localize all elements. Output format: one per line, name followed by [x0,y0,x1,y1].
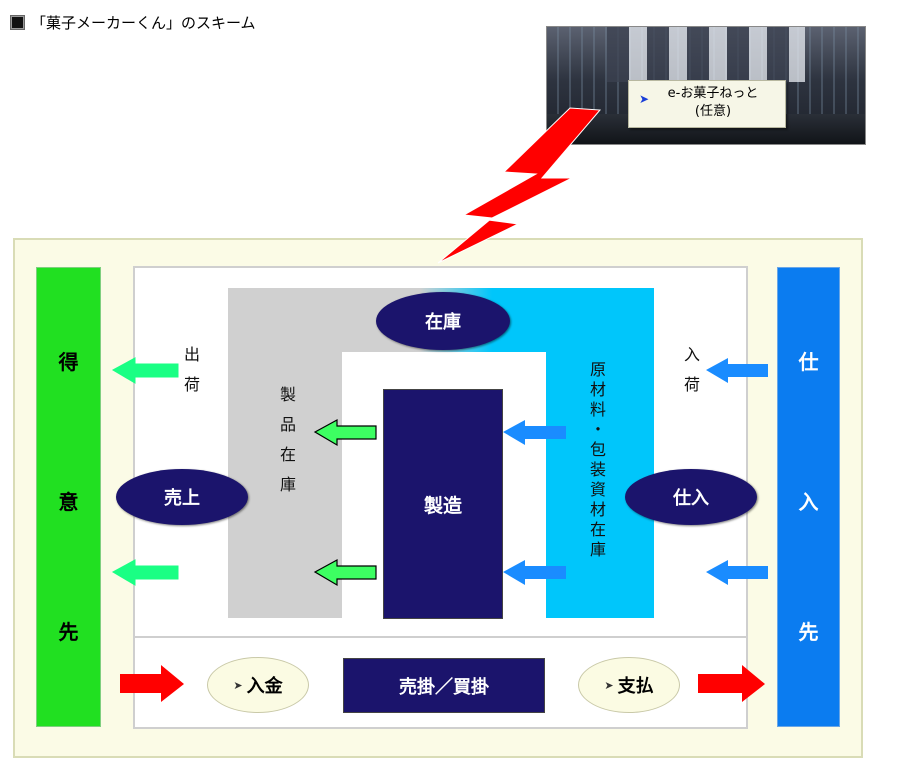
page-title-row: 「菓子メーカーくん」のスキーム [10,12,256,33]
arrow-left-icon [313,418,377,447]
customer-char-3: 先 [58,620,79,644]
deposit-label: ➤ 入金 [207,657,309,713]
customer-bar: 得 意 先 [36,267,101,727]
supplier-char-3: 先 [798,620,819,644]
external-service-note: (任意) [694,104,732,119]
payment-label: ➤ 支払 [578,657,680,713]
external-service-box: ➤ e-お菓子ねっと (任意) [628,80,786,128]
supplier-bar: 仕 入 先 [777,267,840,727]
arrow-left-icon [503,560,566,585]
purchase-label: 仕入 [625,469,757,525]
material-stock-label: 原 材 料 ・ 包 装 資 材 在 庫 [589,360,606,559]
customer-char-1: 得 [58,350,79,374]
arrow-left-icon [111,559,179,586]
arrow-left-icon [313,558,377,587]
arrow-left-icon [111,357,179,384]
inner-divider [133,636,748,638]
arrow-right-icon [120,665,184,702]
stock-label: 在庫 [376,292,510,350]
shipping-label: 出 荷 [183,345,200,394]
triangle-pointer-icon: ➤ [604,678,614,692]
ceiling-lights [607,27,805,82]
ar-ap-box: 売掛／買掛 [343,658,545,713]
page-title: 「菓子メーカーくん」のスキーム [31,14,256,32]
supplier-char-1: 仕 [798,350,819,374]
external-service-label: e-お菓子ねっと [667,86,759,101]
triangle-pointer-icon: ➤ [639,92,650,106]
manufacturing-box: 製造 [383,389,503,619]
customer-char-2: 意 [58,490,79,514]
supplier-char-2: 入 [798,490,819,514]
arrow-left-icon [503,420,566,445]
arrow-left-icon [706,358,768,383]
sales-label: 売上 [116,469,248,525]
bullet-square-icon [10,15,25,30]
receiving-label: 入 荷 [683,345,700,394]
arrow-left-icon [706,560,768,585]
arrow-right-icon [698,665,765,702]
triangle-pointer-icon: ➤ [233,678,243,692]
product-stock-label: 製 品 在 庫 [279,385,296,494]
lightning-bolt-icon [437,107,602,264]
